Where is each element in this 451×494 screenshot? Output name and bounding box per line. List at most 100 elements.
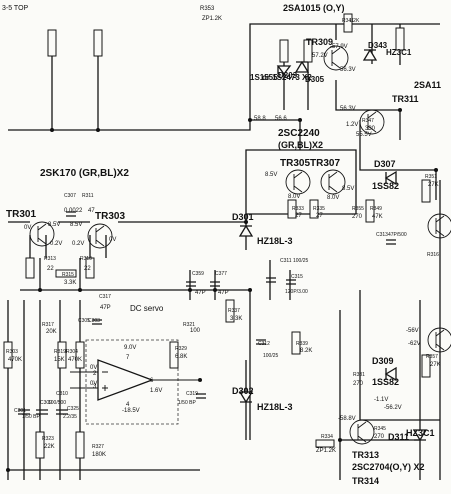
label-r329-val: 6.8K <box>175 354 187 360</box>
label-v-11: -1.1V <box>374 397 388 403</box>
label-dc-servo: DC servo <box>130 304 164 313</box>
label-c317-val: 47P <box>100 305 111 311</box>
label-s582b: 1SS82 <box>372 377 399 387</box>
label-v-12: 1.2V <box>346 122 358 128</box>
label-r337: R337 <box>228 308 240 314</box>
label-hz3c1b: HZ3C1 <box>406 428 435 438</box>
label-r319-val: 15K <box>54 357 65 363</box>
label-c309-val: 100/500 <box>48 400 66 406</box>
label-v-555: 55.5V <box>356 132 372 138</box>
label-v-579: -57.9V <box>330 44 348 50</box>
label-r311: R311 <box>82 193 94 199</box>
label-hz3c1: HZ3C1 <box>386 48 412 57</box>
label-r335-val: 27 <box>316 213 323 219</box>
label-c325-val: 2.2/35 <box>63 414 77 420</box>
label-r355: R355 <box>352 206 364 212</box>
label-v-0: 0V <box>24 225 31 231</box>
transistor-tr311 <box>359 109 385 135</box>
label-c319: C319 <box>186 391 198 397</box>
label-r321-val: 100 <box>190 328 201 334</box>
label-v-85: 8.5V <box>265 172 277 178</box>
label-r357: R357 <box>426 354 438 360</box>
label-r355-val: 270 <box>352 214 363 220</box>
label-c303: C303 <box>88 318 100 324</box>
label-c315: C315 <box>291 274 303 280</box>
transistor-tr305 <box>285 169 311 195</box>
label-r333-val: 27 <box>295 213 302 219</box>
label-r303-val: 470K <box>8 357 22 363</box>
junction-dots <box>6 108 438 472</box>
label-r315-val: 3.3K <box>64 280 76 286</box>
label-c309: C309 <box>40 400 52 406</box>
label-r304: R304 <box>66 349 78 355</box>
label-pair2-rank: (GR,BL)X2 <box>278 140 323 150</box>
label-tr309-type: 2SA1015 (O,Y) <box>283 3 345 13</box>
opamp-dc-servo <box>97 359 154 401</box>
label-d307: D307 <box>374 159 396 169</box>
label-c305: C305 <box>78 318 90 324</box>
label-r357-val: 27K <box>430 362 441 368</box>
label-c312: C312 <box>258 341 270 347</box>
label-r334: R334 <box>321 434 333 440</box>
label-zp-12kb: ZP1.2K <box>316 448 336 454</box>
label-c315-val: 120P/3.00 <box>285 289 308 295</box>
label-r347-val: 330 <box>365 126 376 132</box>
label-r319: R319 <box>54 349 66 355</box>
transistor-tr301 <box>29 221 55 247</box>
label-tr303: TR303 <box>95 211 125 222</box>
diodes <box>238 48 428 442</box>
label-pair2-type: 2SC2240 <box>278 128 320 139</box>
label-c307-val: 0.0022 <box>64 208 83 214</box>
label-r311-val: 47 <box>88 208 95 214</box>
label-c307: C307 <box>64 193 76 199</box>
label-pair-type2: or 1S2473 X2 <box>262 73 312 82</box>
label-tr311: TR311 <box>392 94 419 104</box>
label-c313-val: 47P/500 <box>388 232 407 238</box>
label-r351-val: 27K <box>428 182 439 188</box>
label-d301: D301 <box>232 212 254 222</box>
transistor-right-lower <box>427 327 451 353</box>
label-r310-val: 22 <box>84 266 91 272</box>
label-c313: C313 <box>376 232 388 238</box>
label-v-8b: 8.0V <box>288 194 300 200</box>
label-r331-val: 270 <box>353 381 364 387</box>
capacitors <box>18 211 396 415</box>
label-r339: R339 <box>296 341 308 347</box>
label-v-0b: 0V <box>109 237 116 243</box>
label-r341: R341 <box>342 18 354 24</box>
label-r317-val: 20K <box>46 329 57 335</box>
label-r327-val: 180K <box>92 452 106 458</box>
label-tr313-type: 2SC2704(O,Y) X2 <box>352 462 425 472</box>
label-tr305: TR305 <box>280 158 310 169</box>
label-op-2: 2 <box>93 371 97 377</box>
label-op-3: 3 <box>93 384 97 390</box>
label-hz181b: HZ18L-3 <box>257 402 293 412</box>
label-r333: R333 <box>292 206 304 212</box>
label-r345-val: 270 <box>374 434 385 440</box>
label-d303: D303 <box>278 71 298 80</box>
label-pair-type: 1S1555 <box>250 73 278 82</box>
label-r345: R345 <box>374 426 386 432</box>
label-r313-val: 22 <box>47 266 54 272</box>
label-r317: R317 <box>42 322 54 328</box>
label-v-85b: 8.5V <box>342 186 354 192</box>
label-v-85c: 8.5V <box>48 222 60 228</box>
label-v-572: 57.2V <box>312 53 328 59</box>
label-v-02a: 0.2V <box>50 241 62 247</box>
label-v-85d: 8.5V <box>70 222 82 228</box>
label-v-8c: 8.0V <box>327 195 339 201</box>
label-tr309: TR309 <box>306 37 333 47</box>
label-s582a: 1SS82 <box>372 181 399 191</box>
label-tr313: TR313 <box>352 450 379 460</box>
label-v-0d: 0V <box>90 381 97 387</box>
label-v-563b: 56.3V <box>340 106 356 112</box>
label-tr307: TR307 <box>310 158 340 169</box>
label-r349-val: 47K <box>372 214 383 220</box>
label-r329: R329 <box>175 346 187 352</box>
label-r323-val: 22K <box>44 444 55 450</box>
label-r304-val: 470K <box>68 357 82 363</box>
label-r337-val: 3.3K <box>230 316 242 322</box>
label-d343: D343 <box>368 41 388 50</box>
